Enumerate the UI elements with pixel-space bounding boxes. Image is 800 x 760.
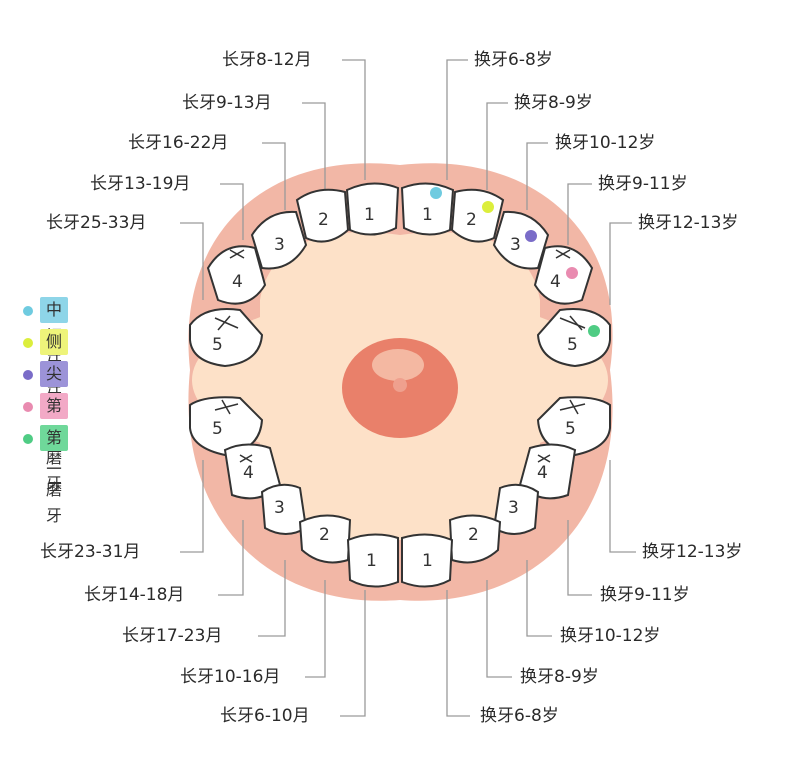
legend-dot-icon — [23, 402, 33, 412]
label-upper-right-4: 换牙9-11岁 — [598, 174, 688, 194]
upper-right-2-num: 2 — [466, 210, 477, 230]
upper-right-3-num: 3 — [510, 235, 521, 255]
legend-label: 第二磨牙 — [40, 425, 69, 525]
legend-label: 尖牙 — [40, 361, 69, 409]
legend-label: 中切牙 — [40, 297, 69, 371]
upper-right-tooth-5 — [536, 308, 611, 368]
label-lower-right-4: 换牙8-9岁 — [520, 667, 599, 687]
leader-lines — [180, 59, 636, 717]
upper-left-tooth-1 — [345, 182, 400, 236]
lower-left-1-num: 1 — [366, 551, 377, 571]
upper-left-5-num: 5 — [212, 335, 223, 355]
lower-left-3-num: 3 — [274, 498, 285, 518]
lower-right-tooth-5 — [536, 396, 611, 457]
upper-left-2-num: 2 — [318, 210, 329, 230]
label-lower-left-2: 长牙14-18月 — [84, 585, 185, 605]
label-lower-right-5: 换牙6-8岁 — [480, 706, 559, 726]
lower-right-4-num: 4 — [537, 463, 548, 483]
cusp-marks — [214, 249, 586, 463]
label-upper-left-1: 长牙8-12月 — [222, 50, 312, 70]
tongue-highlight — [372, 349, 424, 381]
legend-label: 第一磨牙 — [40, 393, 69, 493]
upper-left-tooth-5 — [189, 308, 264, 368]
lower-left-2-num: 2 — [319, 525, 330, 545]
upper-left-3-num: 3 — [274, 235, 285, 255]
legend-dot-icon — [23, 370, 33, 380]
label-lower-right-3: 换牙10-12岁 — [560, 626, 661, 646]
label-upper-right-1: 换牙6-8岁 — [474, 50, 553, 70]
upper-right-tooth-2 — [450, 188, 505, 243]
upper-left-tooth-4 — [206, 245, 267, 305]
upper-left-1-num: 1 — [364, 205, 375, 225]
uvula — [393, 378, 407, 392]
upper-right-tooth-3 — [492, 210, 550, 270]
label-lower-left-3: 长牙17-23月 — [122, 626, 223, 646]
label-upper-left-5: 长牙25-33月 — [46, 213, 147, 233]
legend-label: 侧切牙 — [40, 329, 69, 403]
upper-teeth — [189, 182, 611, 368]
label-upper-left-2: 长牙9-13月 — [182, 93, 272, 113]
lower-right-1-num: 1 — [422, 551, 433, 571]
label-upper-right-2: 换牙8-9岁 — [514, 93, 593, 113]
upper-left-tooth-2 — [295, 188, 350, 243]
label-upper-right-3: 换牙10-12岁 — [555, 133, 656, 153]
upper-left-4-num: 4 — [232, 272, 243, 292]
lower-right-3-num: 3 — [508, 498, 519, 518]
lower-left-4-num: 4 — [243, 463, 254, 483]
label-lower-left-4: 长牙10-16月 — [180, 667, 281, 687]
upper-right-1-num: 1 — [422, 205, 433, 225]
upper-right-tooth-4 — [533, 245, 594, 305]
lower-teeth — [189, 396, 611, 588]
upper-right-5-num: 5 — [567, 335, 578, 355]
legend-dot-icon — [23, 338, 33, 348]
lower-left-tooth-1 — [346, 533, 399, 588]
second-molar-marker — [588, 325, 600, 337]
legend-dot-icon — [23, 306, 33, 316]
upper-right-4-num: 4 — [550, 272, 561, 292]
label-lower-left-5: 长牙6-10月 — [220, 706, 310, 726]
legend-dot-icon — [23, 434, 33, 444]
lower-right-tooth-2 — [448, 514, 502, 564]
lower-right-tooth-1 — [401, 533, 454, 588]
label-lower-right-1: 换牙12-13岁 — [642, 542, 743, 562]
lower-right-5-num: 5 — [565, 419, 576, 439]
label-upper-right-5: 换牙12-13岁 — [638, 213, 739, 233]
lower-right-tooth-3 — [492, 483, 540, 535]
first-molar-marker — [566, 267, 578, 279]
upper-left-tooth-3 — [250, 210, 308, 270]
tooth-numbers: 1 1 2 2 3 3 4 4 5 5 5 5 4 4 3 3 2 2 1 1 — [212, 205, 578, 571]
lateral-incisor-marker — [482, 201, 494, 213]
lower-right-2-num: 2 — [468, 525, 479, 545]
canine-marker — [525, 230, 537, 242]
label-upper-left-4: 长牙13-19月 — [90, 174, 191, 194]
central-incisor-marker — [430, 187, 442, 199]
label-lower-right-2: 换牙9-11岁 — [600, 585, 690, 605]
lower-left-5-num: 5 — [212, 419, 223, 439]
label-upper-left-3: 长牙16-22月 — [128, 133, 229, 153]
label-lower-left-1: 长牙23-31月 — [40, 542, 141, 562]
